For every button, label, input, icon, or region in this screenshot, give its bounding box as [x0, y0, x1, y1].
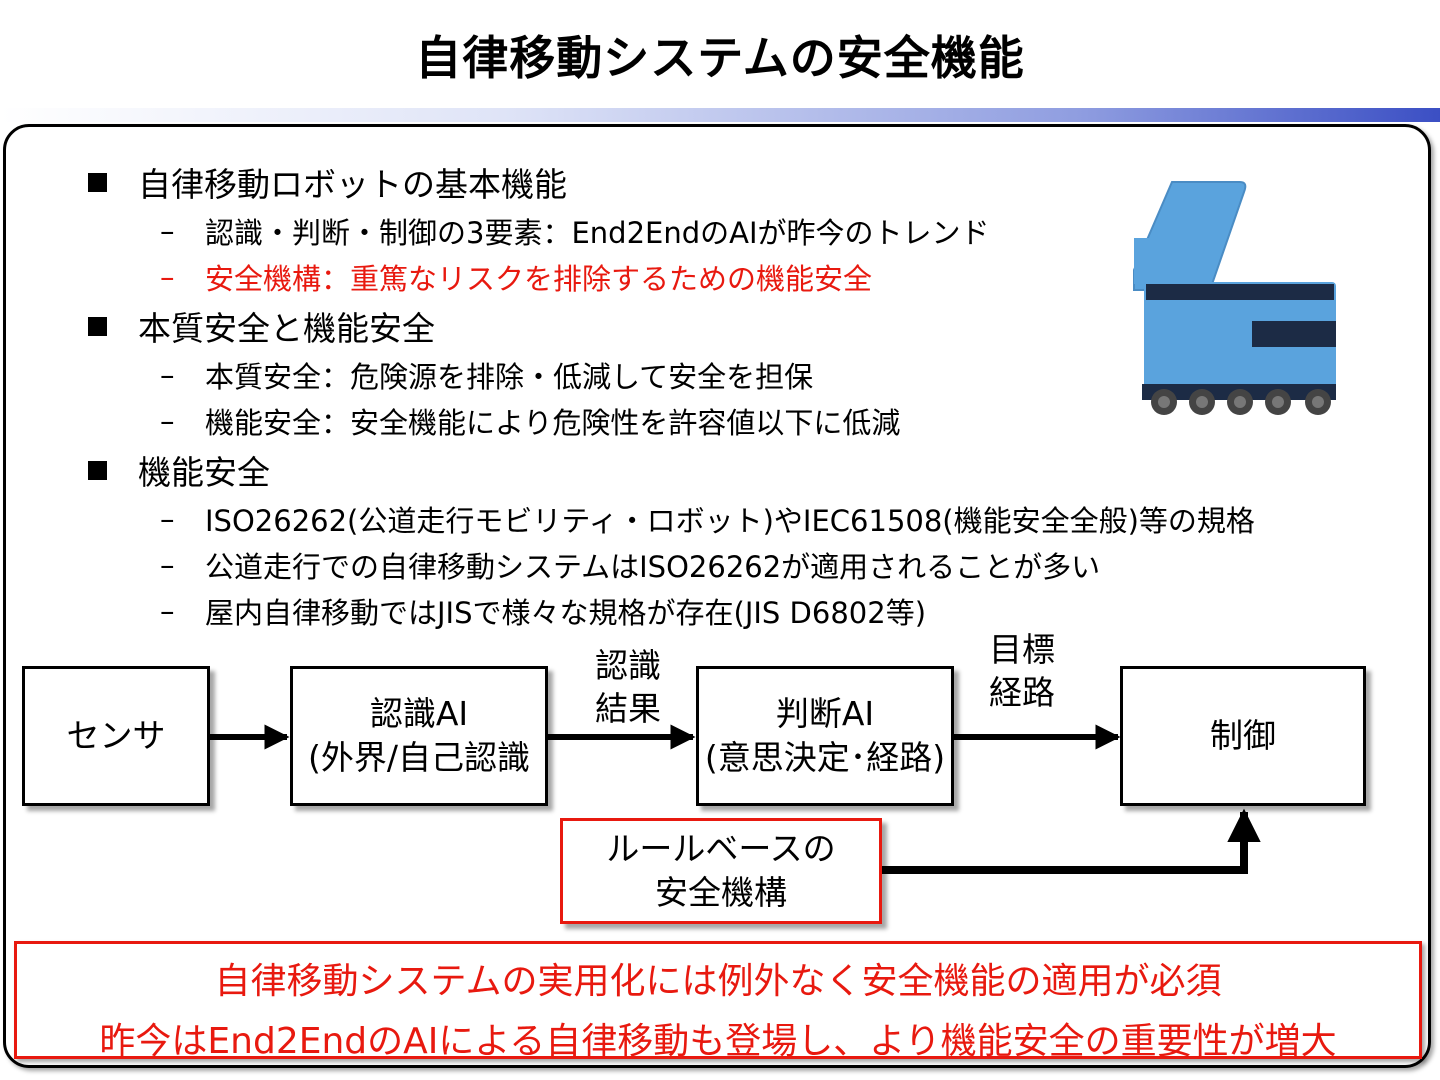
recognition-ai-subtitle: (外界/自己認識 — [308, 738, 530, 777]
recognition-ai-title: 認識AI — [369, 694, 469, 733]
section-heading-text: 機能安全 — [138, 453, 270, 492]
dash-marker: – — [160, 594, 175, 628]
list-item-text: 公道走行での自律移動システムはISO26262が適用されることが多い — [205, 550, 1101, 584]
dash-marker: – — [160, 358, 175, 392]
list-item: – 屋内自律移動ではJISで様々な規格が存在(JIS D6802等) — [160, 590, 926, 632]
bullet-square-icon — [88, 316, 107, 336]
list-item-highlight: – 安全機構：重篤なリスクを排除するための機能安全 — [160, 256, 872, 298]
section-heading-basic-functions: 自律移動ロボットの基本機能 — [88, 158, 567, 206]
list-item: – ISO26262(公道走行モビリティ・ロボット)やIEC61508(機能安全… — [160, 498, 1255, 540]
section-heading-text: 自律移動ロボットの基本機能 — [138, 165, 567, 204]
list-item: – 機能安全：安全機能により危険性を許容値以下に低減 — [160, 400, 900, 442]
list-item: – 本質安全：危険源を排除・低減して安全を担保 — [160, 354, 813, 396]
judgment-ai-title: 判断AI — [775, 694, 875, 733]
safety-mechanism-line1: ルールベースの — [606, 829, 836, 868]
delivery-robot-icon — [1133, 181, 1336, 415]
section-heading-inherent-vs-functional: 本質安全と機能安全 — [88, 302, 435, 350]
sensor-label: センサ — [66, 716, 166, 755]
dash-marker: – — [160, 404, 175, 438]
section-heading-text: 本質安全と機能安全 — [138, 309, 435, 348]
judgment-ai-box: 判断AI (意思決定･経路) — [696, 666, 954, 806]
conclusion-box: 自律移動システムの実用化には例外なく安全機能の適用が必須 昨今はEnd2Endの… — [14, 941, 1422, 1062]
list-item-text: 認識・判断・制御の3要素：End2EndのAIが昨今のトレンド — [205, 216, 990, 250]
list-item: – 認識・判断・制御の3要素：End2EndのAIが昨今のトレンド — [160, 210, 990, 252]
dash-marker: – — [160, 214, 175, 248]
list-item: – 公道走行での自律移動システムはISO26262が適用されることが多い — [160, 544, 1100, 586]
sensor-box: センサ — [22, 666, 210, 806]
section-heading-functional-safety: 機能安全 — [88, 446, 270, 494]
conclusion-line1: 自律移動システムの実用化には例外なく安全機能の適用が必須 — [214, 961, 1222, 1002]
dash-marker: – — [160, 548, 175, 582]
list-item-text: ISO26262(公道走行モビリティ・ロボット)やIEC61508(機能安全全般… — [205, 504, 1255, 538]
bullet-square-icon — [88, 460, 107, 480]
conclusion-line2: 昨今はEnd2EndのAIによる自律移動も登場し、より機能安全の重要性が増大 — [99, 1021, 1337, 1062]
control-box: 制御 — [1120, 666, 1366, 806]
page-title: 自律移動システムの安全機能 — [415, 31, 1025, 85]
content-frame — [3, 124, 1431, 1068]
safety-mechanism-box: ルールベースの 安全機構 — [560, 818, 882, 924]
list-item-text: 機能安全：安全機能により危険性を許容値以下に低減 — [205, 406, 901, 440]
list-item-text: 屋内自律移動ではJISで様々な規格が存在(JIS D6802等) — [205, 596, 927, 630]
edge-label-line: 経路 — [989, 673, 1055, 712]
control-label: 制御 — [1210, 716, 1276, 755]
edge-label-target-path: 目標 経路 — [972, 628, 1072, 714]
judgment-ai-subtitle: (意思決定･経路) — [704, 738, 946, 777]
dash-marker: – — [160, 502, 175, 536]
dash-marker: – — [160, 260, 175, 294]
safety-mechanism-line2: 安全機構 — [655, 873, 787, 912]
bullet-square-icon — [88, 172, 107, 192]
recognition-ai-box: 認識AI (外界/自己認識 — [290, 666, 548, 806]
title-underline-gradient — [0, 108, 1440, 122]
list-item-text: 本質安全：危険源を排除・低減して安全を担保 — [205, 360, 814, 394]
edge-label-line: 結果 — [595, 689, 661, 728]
edge-label-recognition-result: 認識 結果 — [578, 644, 678, 730]
arrow-safety-to-control — [880, 808, 1261, 874]
list-item-text: 安全機構：重篤なリスクを排除するための機能安全 — [205, 262, 873, 296]
edge-label-line: 目標 — [989, 630, 1055, 669]
edge-label-line: 認識 — [595, 646, 661, 685]
